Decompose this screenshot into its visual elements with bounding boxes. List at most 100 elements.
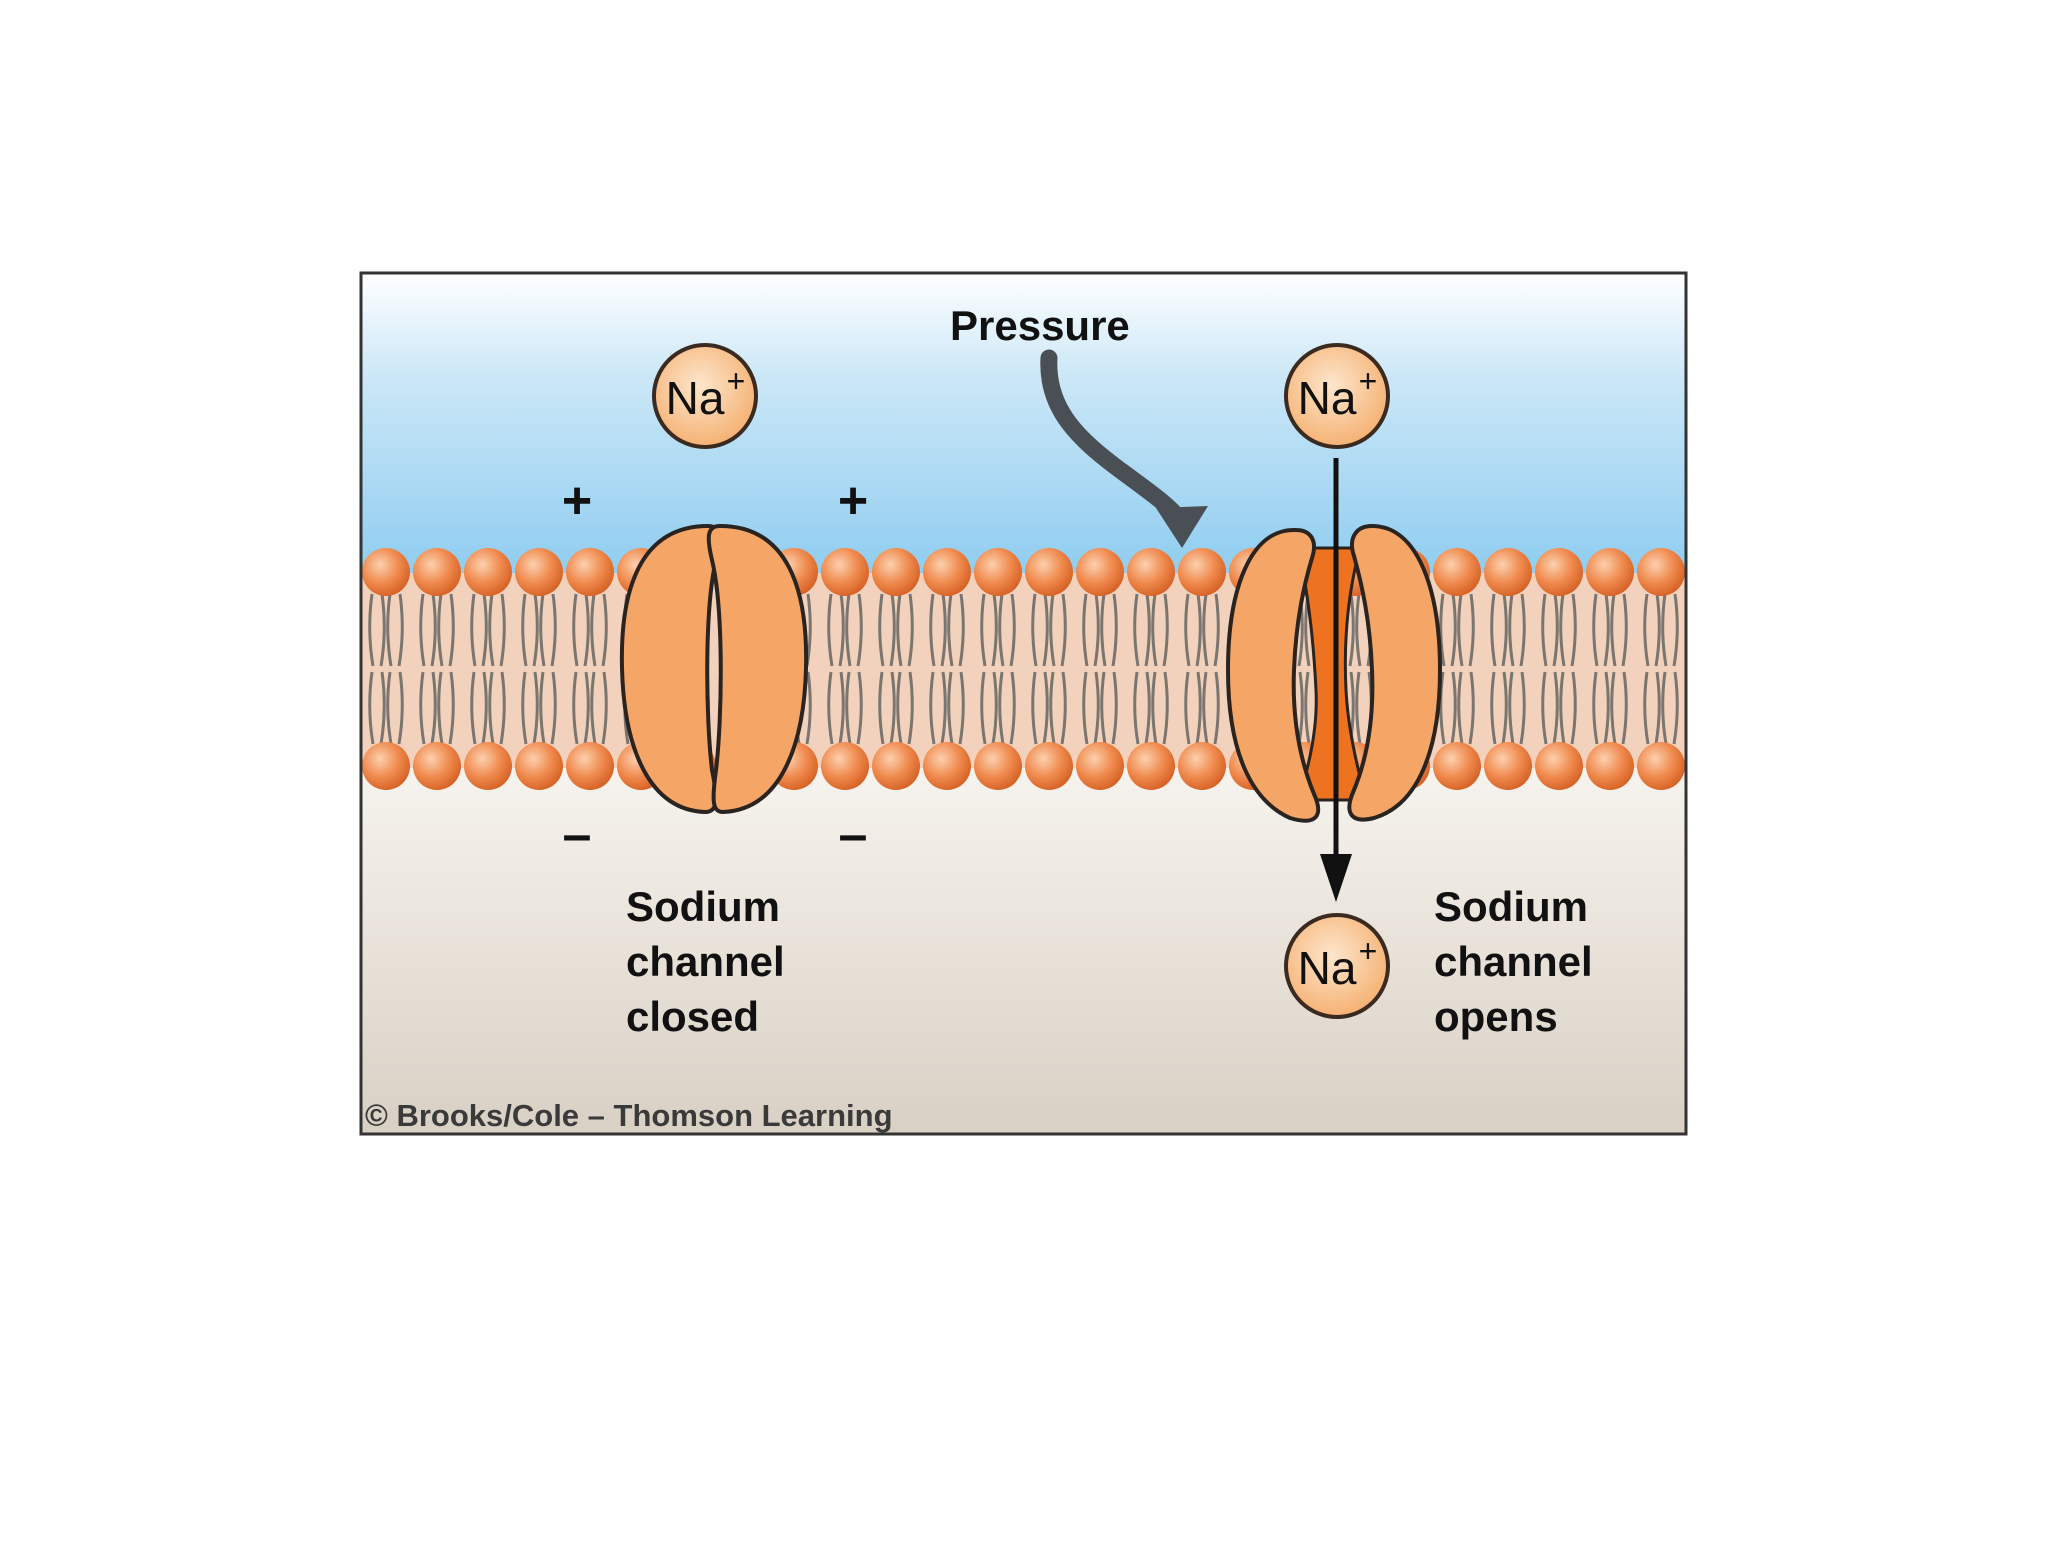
phospholipid-head bbox=[923, 548, 971, 596]
lipid-tail bbox=[1202, 671, 1220, 745]
open-sodium-channel bbox=[1225, 523, 1443, 823]
lipid-tail bbox=[980, 671, 998, 745]
lipid-tail bbox=[1592, 593, 1610, 667]
lipid-tail bbox=[1592, 671, 1610, 745]
lipid-tail bbox=[1541, 593, 1559, 667]
lipid-tail bbox=[1541, 671, 1559, 745]
phospholipid-head bbox=[974, 742, 1022, 790]
lipid-tail bbox=[419, 593, 437, 667]
positive-charge-right: + bbox=[838, 472, 868, 530]
phospholipid-head bbox=[821, 742, 869, 790]
lipid-tail bbox=[1439, 671, 1457, 745]
phospholipid-head bbox=[362, 742, 410, 790]
phospholipid-head bbox=[821, 548, 869, 596]
open-channel-label: Sodium channel opens bbox=[1434, 883, 1593, 1040]
lipid-tail bbox=[521, 671, 539, 745]
lipid-tail bbox=[590, 671, 608, 745]
lipid-tail bbox=[368, 593, 386, 667]
lipid-tail bbox=[1643, 593, 1661, 667]
phospholipid-head bbox=[1127, 548, 1175, 596]
lipid-tail bbox=[488, 671, 506, 745]
closed-label-line-1: Sodium bbox=[626, 883, 780, 930]
lipid-tail bbox=[1100, 593, 1118, 667]
phospholipid-head bbox=[1637, 548, 1685, 596]
lipid-tail bbox=[980, 593, 998, 667]
lipid-tail bbox=[1151, 671, 1169, 745]
lipid-tail bbox=[827, 671, 845, 745]
phospholipid-head bbox=[362, 548, 410, 596]
ion-flow-arrow bbox=[1320, 458, 1352, 902]
open-channel-right-subunit bbox=[1347, 523, 1443, 822]
lipid-tail bbox=[437, 593, 455, 667]
phospholipid-head bbox=[464, 742, 512, 790]
lipid-tail bbox=[878, 671, 896, 745]
phospholipid-head bbox=[1484, 548, 1532, 596]
lipid-tail bbox=[1082, 671, 1100, 745]
phospholipid-head bbox=[1178, 742, 1226, 790]
open-label-line-2: channel bbox=[1434, 938, 1593, 985]
lipid-tail bbox=[827, 593, 845, 667]
copyright-notice: © Brooks/Cole – Thomson Learning bbox=[365, 1098, 893, 1133]
phospholipid-head bbox=[872, 742, 920, 790]
ion-charge: + bbox=[1359, 933, 1378, 969]
lipid-tail bbox=[539, 671, 557, 745]
lipid-tail bbox=[437, 671, 455, 745]
lipid-tail bbox=[929, 593, 947, 667]
lipid-tail bbox=[1508, 671, 1526, 745]
lipid-tail bbox=[1559, 671, 1577, 745]
phospholipid-head bbox=[1433, 548, 1481, 596]
diagram-frame bbox=[359, 271, 1688, 1136]
lipid-tail bbox=[488, 593, 506, 667]
pressure-arrow bbox=[1040, 349, 1208, 548]
phospholipid-head bbox=[413, 548, 461, 596]
lipid-tail bbox=[947, 593, 965, 667]
lipid-tail bbox=[470, 671, 488, 745]
sodium-ion-top-left: Na + bbox=[652, 343, 758, 449]
lipid-tail bbox=[1457, 671, 1475, 745]
lipid-tail bbox=[878, 593, 896, 667]
closed-label-line-3: closed bbox=[626, 993, 759, 1040]
phospholipid-head bbox=[1025, 742, 1073, 790]
lipid-tail bbox=[845, 671, 863, 745]
lipid-tail bbox=[1559, 593, 1577, 667]
extracellular-region bbox=[361, 273, 1686, 573]
phospholipid-head bbox=[974, 548, 1022, 596]
phospholipid-head bbox=[413, 742, 461, 790]
lipid-tail bbox=[1457, 593, 1475, 667]
lipid-tail bbox=[896, 671, 914, 745]
phospholipid-head bbox=[1535, 548, 1583, 596]
open-channel-left-subunit bbox=[1225, 527, 1320, 823]
lipid-tail bbox=[590, 593, 608, 667]
ion-charge: + bbox=[727, 363, 746, 399]
phospholipid-head bbox=[464, 548, 512, 596]
negative-charge-left: – bbox=[563, 806, 592, 864]
negative-charge-right: – bbox=[839, 806, 868, 864]
lipid-tail bbox=[1508, 593, 1526, 667]
lipid-tail bbox=[1151, 593, 1169, 667]
phospholipid-head bbox=[515, 548, 563, 596]
closed-sodium-channel bbox=[619, 523, 809, 815]
lipid-tail bbox=[1082, 593, 1100, 667]
sodium-ion-bottom: Na + bbox=[1284, 913, 1390, 1019]
lipid-tail bbox=[998, 593, 1016, 667]
lipid-tail bbox=[998, 671, 1016, 745]
lipid-tail bbox=[521, 593, 539, 667]
lipid-tail bbox=[1610, 671, 1628, 745]
lipid-tail bbox=[1184, 671, 1202, 745]
closed-channel-right-subunit bbox=[706, 523, 809, 815]
phospholipid-head bbox=[1076, 742, 1124, 790]
phospholipid-head bbox=[1025, 548, 1073, 596]
lipid-tail bbox=[1184, 593, 1202, 667]
membrane-core bbox=[361, 573, 1686, 768]
phospholipid-head bbox=[872, 548, 920, 596]
phospholipid-head bbox=[1637, 742, 1685, 790]
ion-symbol: Na bbox=[1298, 372, 1357, 424]
lipid-tail bbox=[1100, 671, 1118, 745]
ion-symbol: Na bbox=[666, 372, 725, 424]
lipid-tail bbox=[947, 671, 965, 745]
lipid-tail bbox=[929, 671, 947, 745]
positive-charge-left: + bbox=[562, 472, 592, 530]
lipid-tail bbox=[386, 671, 404, 745]
lipid-tail bbox=[386, 593, 404, 667]
